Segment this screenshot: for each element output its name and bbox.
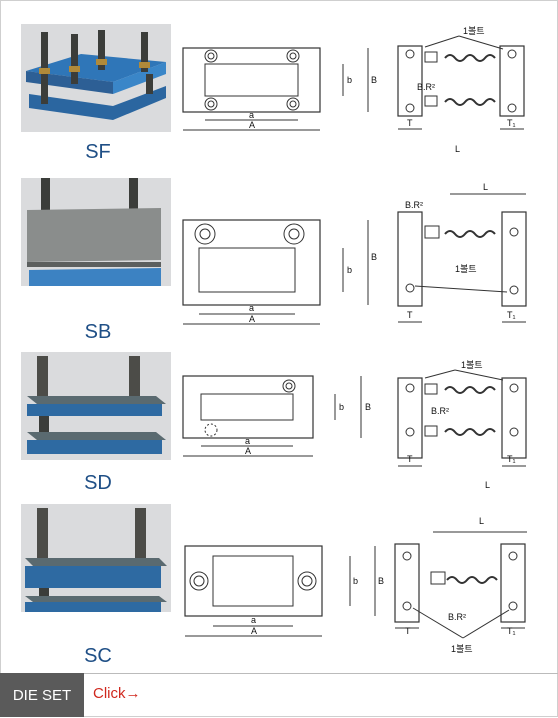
- sb-T-label: T: [407, 310, 413, 320]
- sf-T-label: T: [407, 118, 413, 128]
- sb-dim-B: B: [371, 252, 377, 262]
- sd-side-drawing: 1볼트 B.R² T T₁ L: [397, 360, 527, 490]
- sb-side-drawing: L B.R² 1볼트 T T₁: [397, 182, 527, 323]
- sd-dim-B: B: [365, 402, 371, 412]
- sb-dim-b: b: [347, 265, 352, 275]
- sb-br-label: B.R²: [405, 200, 423, 210]
- sb-plan-drawing: a A b B: [182, 219, 377, 325]
- sd-plan-drawing: a A b B: [182, 375, 371, 457]
- footer-bar: [0, 673, 558, 718]
- sf-dim-a: a: [249, 110, 254, 120]
- sb-L-label: L: [483, 182, 488, 192]
- sc-br-label: B.R²: [448, 612, 466, 622]
- die-set-label: DIE SET: [0, 673, 84, 717]
- sb-caption: SB: [84, 321, 112, 343]
- sf-br-label: B.R²: [417, 82, 435, 92]
- sc-dim-a: a: [251, 615, 256, 625]
- sc-bolt-label: 1볼트: [451, 644, 473, 654]
- sd-T1-label: T₁: [507, 454, 516, 464]
- sb-dim-a: a: [249, 303, 254, 313]
- sd-dim-a: a: [245, 436, 250, 446]
- sb-T1-label: T₁: [507, 310, 516, 320]
- sc-dim-B: B: [378, 576, 384, 586]
- sc-side-drawing: L B.R² T T₁ 1볼트: [394, 516, 527, 654]
- sc-T1-label: T₁: [507, 626, 516, 636]
- sb-dim-A: A: [249, 314, 255, 324]
- sc-plan-drawing: a A b B: [184, 545, 384, 637]
- sd-L-label: L: [485, 480, 490, 490]
- sf-bolt-label: 1볼트: [463, 26, 485, 36]
- click-link[interactable]: Click→: [93, 685, 141, 702]
- sf-dim-B: B: [371, 75, 377, 85]
- sd-dim-b: b: [339, 402, 344, 412]
- sb-bolt-label: 1볼트: [455, 264, 477, 274]
- sc-L-label: L: [479, 516, 484, 526]
- sf-L-label: L: [455, 144, 460, 154]
- sc-die-set-photo: [21, 504, 171, 612]
- sd-br-label: B.R²: [431, 406, 449, 416]
- sd-T-label: T: [407, 454, 413, 464]
- sf-caption: SF: [85, 141, 111, 163]
- sf-die-set-photo: [21, 24, 171, 132]
- sc-dim-A: A: [251, 626, 257, 636]
- sd-dim-A: A: [245, 446, 251, 456]
- sf-side-drawing: 1볼트 B.R² T T₁ L: [397, 26, 525, 154]
- sd-caption: SD: [84, 472, 112, 494]
- sc-caption: SC: [84, 645, 112, 667]
- sb-die-set-photo: [21, 178, 171, 286]
- sd-bolt-label: 1볼트: [461, 360, 483, 370]
- sf-plan-drawing: a A b B: [182, 47, 377, 131]
- sc-dim-b: b: [353, 576, 358, 586]
- sf-dim-A: A: [249, 120, 255, 130]
- sd-die-set-photo: [21, 352, 171, 460]
- sf-T1-label: T₁: [507, 118, 516, 128]
- sc-T-label: T: [405, 626, 411, 636]
- sf-dim-b: b: [347, 75, 352, 85]
